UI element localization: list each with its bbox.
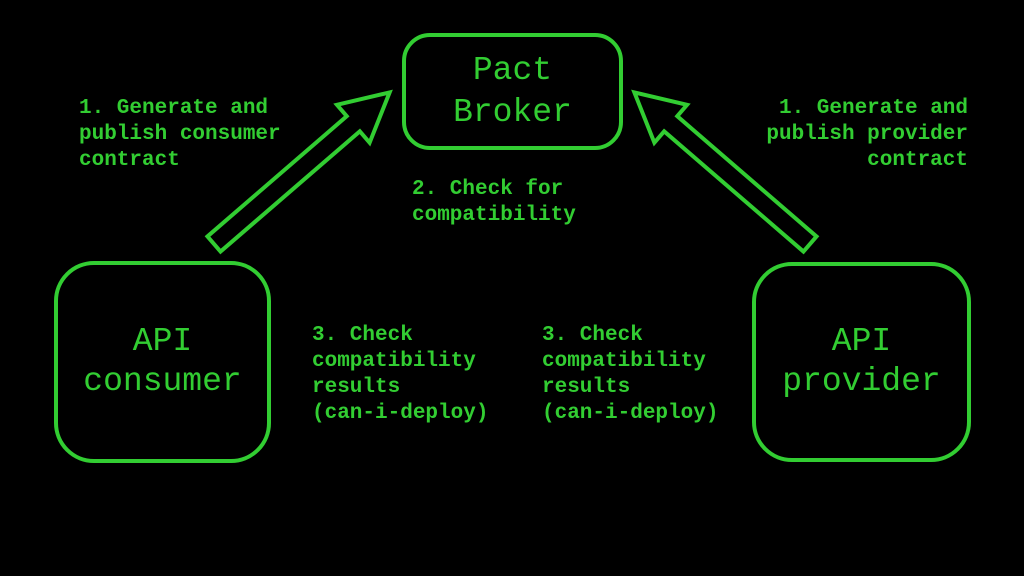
pact-broker-title: Pact Broker	[453, 51, 572, 131]
api-provider-node: API provider	[752, 262, 971, 462]
provider-to-broker-arrow	[631, 89, 820, 255]
api-provider-title: API provider	[782, 323, 941, 400]
api-consumer-title: API consumer	[83, 323, 242, 400]
step1-consumer-label: 1. Generate and publish consumer contrac…	[79, 97, 281, 172]
pact-broker-node: Pact Broker	[402, 33, 623, 150]
step1-provider-label: 1. Generate and publish provider contrac…	[766, 97, 968, 172]
api-consumer-node: API consumer	[54, 261, 271, 463]
consumer-to-broker-arrow	[204, 89, 393, 255]
step3-provider-results-label: 3. Check compatibility results (can-i-de…	[542, 324, 719, 425]
step2-check-compatibility-label: 2. Check for compatibility	[412, 178, 576, 227]
step3-consumer-results-label: 3. Check compatibility results (can-i-de…	[312, 324, 489, 425]
